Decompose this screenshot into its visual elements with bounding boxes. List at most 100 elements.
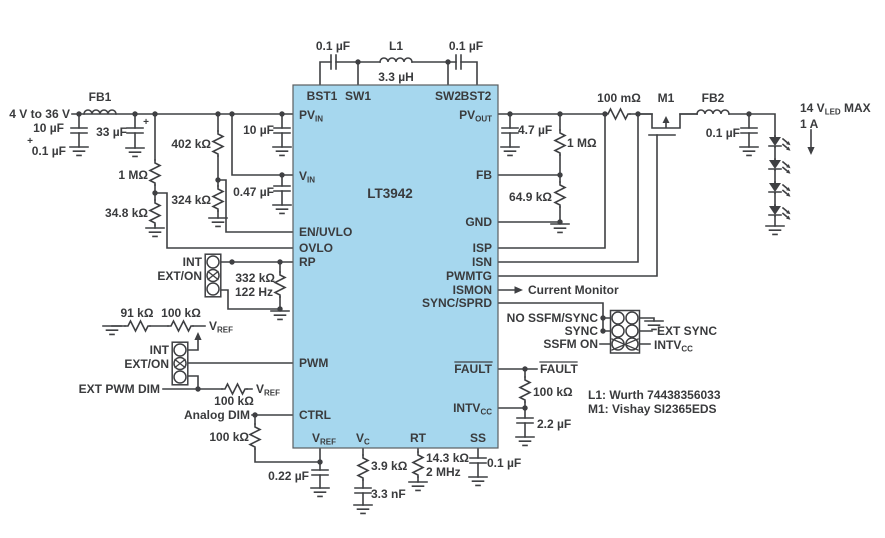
pin-sync-sprd: SYNC/SPRD	[422, 296, 492, 310]
label-cap-022uf: 0.22 µF	[268, 469, 309, 483]
label-2mhz: 2 MHz	[426, 465, 461, 479]
label-cap-01uf-led: 0.1 µF	[706, 126, 740, 140]
label-resistor-348k: 34.8 kΩ	[105, 206, 148, 220]
pin-sw2: SW2	[435, 89, 461, 103]
ic-lt3942-body	[292, 84, 499, 449]
jumper-pwm	[171, 341, 189, 386]
resistor-324k	[212, 185, 224, 212]
cap-022uf-vref	[311, 469, 329, 476]
pin-isp: ISP	[473, 241, 492, 255]
label-resistor-100k-fault: 100 kΩ	[533, 385, 573, 399]
gnd-91k	[102, 325, 122, 336]
gnd-01uf-led	[739, 146, 759, 157]
resistor-100k-extpwm	[221, 383, 248, 395]
label-resistor-39k: 3.9 kΩ	[371, 459, 408, 473]
label-analog-dim: Analog DIM	[184, 408, 250, 422]
label-fb2: FB2	[702, 91, 725, 105]
label-122hz: 122 Hz	[235, 285, 273, 299]
label-cap-input-plus: +	[27, 136, 33, 147]
label-cap-input-01uf: 0.1 µF	[32, 144, 66, 158]
resistor-1m-fb	[554, 129, 566, 156]
ismon-arrowhead	[514, 286, 523, 294]
resistor-100k-int	[167, 320, 194, 332]
gnd-10uf	[272, 146, 292, 157]
resistor-39k-vc	[357, 454, 369, 481]
resistor-100k-ctrl	[249, 423, 261, 450]
resistor-332k	[274, 271, 286, 298]
label-cap-47uf: 4.7 µF	[518, 123, 552, 137]
label-vref-extpwm: VREF	[256, 382, 280, 398]
label-resistor-1m-fb: 1 MΩ	[567, 136, 597, 150]
led-4	[768, 204, 792, 221]
gnd-047uf	[272, 204, 292, 215]
cap-47uf-out	[501, 127, 519, 134]
label-fb1: FB1	[89, 90, 112, 104]
pin-ismon: ISMON	[453, 283, 492, 297]
label-cap-047uf: 0.47 µF	[233, 185, 274, 199]
pin-bst2: BST2	[461, 89, 492, 103]
resistor-100k-fault	[519, 376, 531, 403]
note-l1: L1: Wurth 74438356033	[588, 388, 721, 402]
cap-bst1	[330, 54, 337, 70]
resistor-1m-uvlo	[149, 159, 161, 186]
label-resistor-1m: 1 MΩ	[118, 168, 148, 182]
pin-rp: RP	[299, 255, 316, 269]
label-resistor-100k-int: 100 kΩ	[161, 306, 201, 320]
label-sense-100mohm: 100 mΩ	[597, 91, 641, 105]
pin-pwmtg: PWMTG	[446, 269, 492, 283]
cap-bst2	[455, 54, 462, 70]
gnd-47uf	[500, 146, 520, 157]
label-l1: L1	[389, 39, 403, 53]
wire-fault-intvcc	[497, 368, 538, 438]
label-cap-bst1: 0.1 µF	[316, 39, 350, 53]
label-cap-ss: 0.1 µF	[487, 456, 521, 470]
pin-rt: RT	[410, 431, 427, 445]
pin-bst1: BST1	[307, 89, 338, 103]
resistor-91k	[124, 320, 151, 332]
gnd-rt	[408, 481, 428, 492]
label-cap-bst2: 0.1 µF	[449, 39, 483, 53]
wire-current-sense	[497, 113, 658, 291]
led-1	[768, 135, 792, 152]
label-led-current: 1 A	[800, 117, 819, 131]
label-vref-divider: VREF	[209, 319, 233, 335]
pin-pvout: PVOUT	[459, 108, 492, 124]
resistor-402k	[212, 130, 224, 157]
label-rp-ext-on: EXT/ON	[157, 269, 202, 283]
ic-part-number: LT3942	[367, 186, 413, 201]
cap-047uf-vin	[273, 185, 291, 192]
label-resistor-649k: 64.9 kΩ	[509, 190, 552, 204]
pin-fault: FAULT	[454, 362, 492, 376]
gnd-324k	[208, 217, 228, 228]
wire-bottom-pins	[362, 447, 479, 506]
gnd-vref	[310, 487, 330, 498]
led-3	[768, 181, 792, 198]
note-m1: M1: Vishay SI2365EDS	[588, 402, 717, 416]
pin-vref: VREF	[312, 431, 336, 447]
cap-input	[70, 127, 88, 134]
wire-rp	[220, 261, 294, 310]
label-fault-ext: FAULT	[540, 362, 578, 376]
label-m1: M1	[658, 91, 675, 105]
label-led-voltage: 14 VLED MAX	[800, 101, 871, 117]
pin-pvin: PVIN	[299, 108, 323, 124]
pin-pwm: PWM	[299, 356, 328, 370]
label-l1-value: 3.3 µH	[378, 70, 414, 84]
led-current-arrowhead	[807, 147, 815, 155]
pin-vin: VIN	[299, 169, 315, 185]
label-cap-33uf: 33 µF	[96, 125, 127, 139]
label-resistor-100k-extpwm: 100 kΩ	[214, 394, 254, 408]
label-ext-sync: EXT SYNC	[657, 324, 717, 338]
gnd-led	[765, 225, 785, 236]
label-resistor-402k: 402 kΩ	[171, 137, 211, 151]
label-cap-10uf: 10 µF	[243, 123, 274, 137]
label-cap-33nf: 3.3 nF	[371, 487, 406, 501]
label-input-range: 4 V to 36 V	[9, 107, 70, 121]
pin-ss: SS	[470, 431, 486, 445]
label-resistor-324k: 324 kΩ	[171, 193, 211, 207]
pin-sw1: SW1	[345, 89, 371, 103]
label-resistor-100k-ctrl: 100 kΩ	[209, 430, 249, 444]
jumper-sync	[609, 309, 641, 354]
cap-33uf	[126, 127, 144, 134]
resistor-348k	[149, 199, 161, 226]
